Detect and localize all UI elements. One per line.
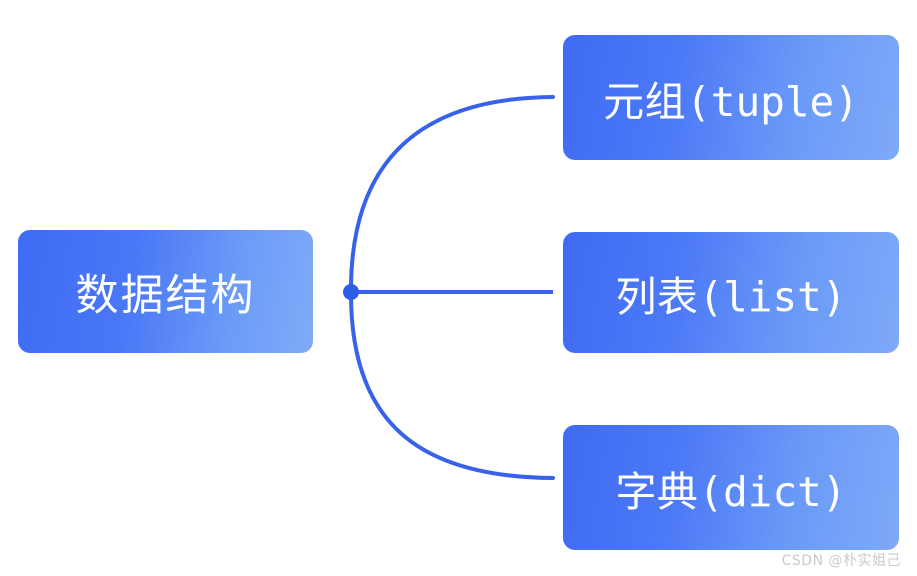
node-tuple[interactable]: 元组(tuple) xyxy=(563,35,899,160)
node-tuple-label: 元组(tuple) xyxy=(603,77,859,126)
node-dict-label: 字典(dict) xyxy=(615,467,847,516)
connector-to-dict xyxy=(349,292,555,480)
csdn-watermark: CSDN @朴实姐己 xyxy=(781,553,901,569)
node-list-label: 列表(list) xyxy=(615,272,847,321)
node-list[interactable]: 列表(list) xyxy=(563,232,899,353)
node-root-data-structure[interactable]: 数据结构 xyxy=(18,230,313,353)
branch-junction-dot xyxy=(343,284,359,300)
connector-to-tuple xyxy=(349,95,555,292)
node-dict[interactable]: 字典(dict) xyxy=(563,425,899,550)
node-root-label: 数据结构 xyxy=(75,270,256,321)
